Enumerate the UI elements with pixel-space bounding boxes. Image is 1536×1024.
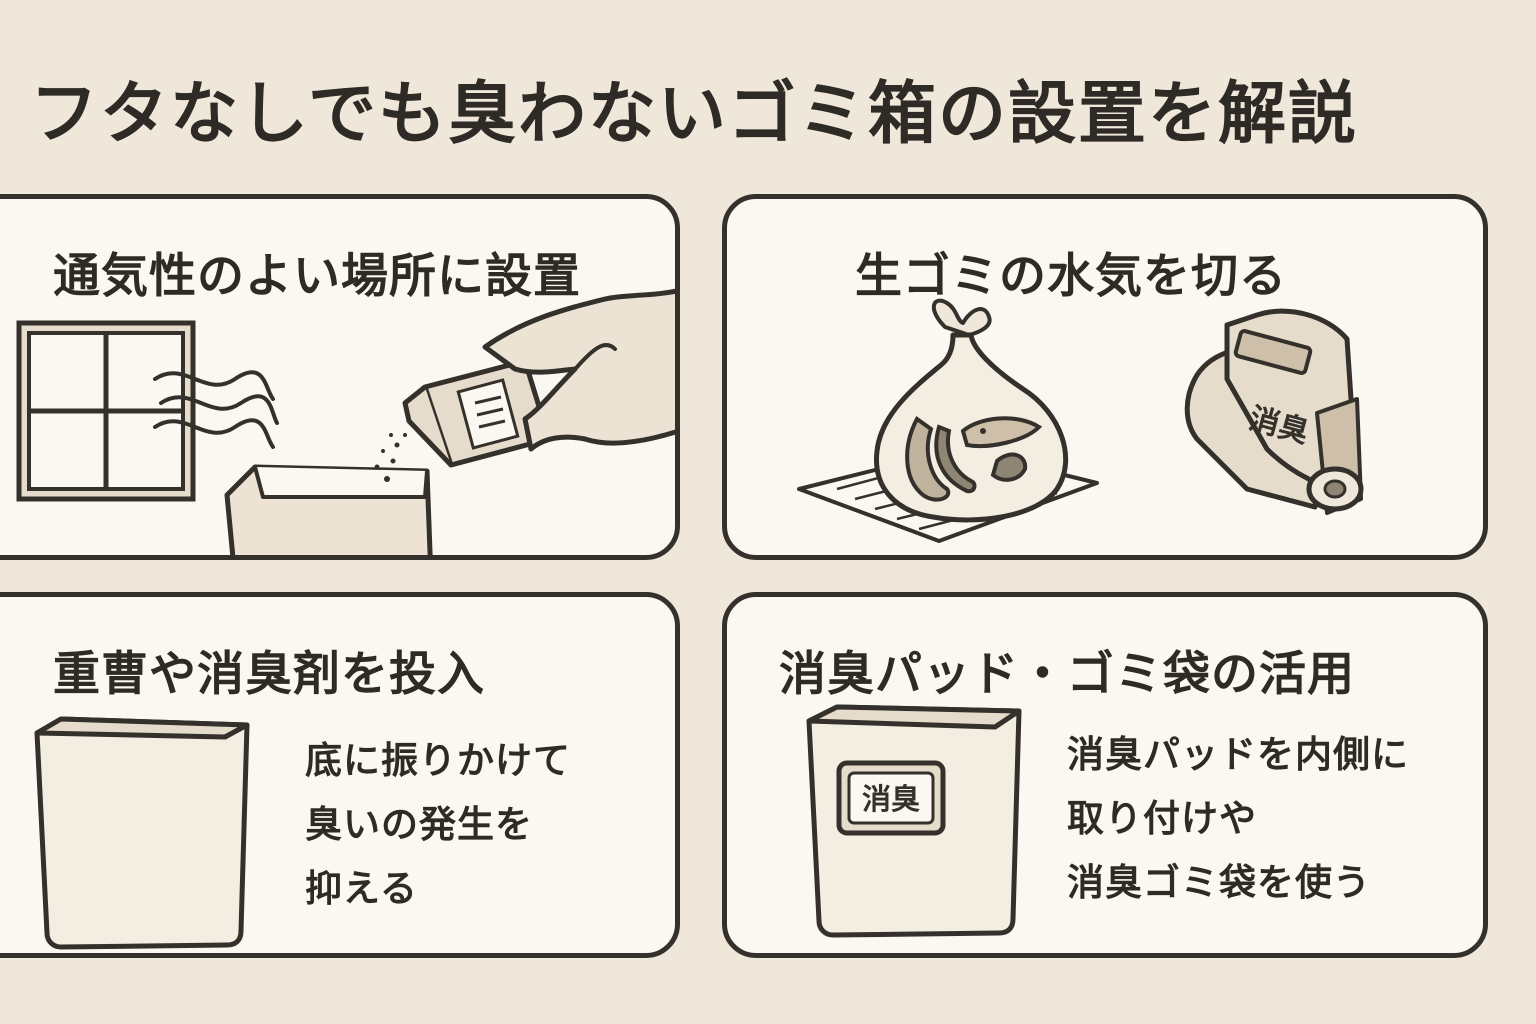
panel-description: 底に振りかけて 臭いの発生を 抑える bbox=[305, 729, 571, 921]
description-line: 取り付けや bbox=[1067, 797, 1257, 840]
deodorant-roll-icon: 消臭 bbox=[1184, 308, 1364, 515]
page-title: フタなしでも臭わないゴミ箱の設置を解説 bbox=[30, 75, 1358, 154]
panel-drain-water: 消臭 生ゴミの水気を切る bbox=[722, 194, 1488, 560]
panel-heading: 通気性のよい場所に設置 bbox=[53, 249, 581, 304]
description-line: 抑える bbox=[305, 867, 418, 910]
hand-icon bbox=[482, 288, 675, 452]
panel-heading: 消臭パッド・ゴミ袋の活用 bbox=[779, 647, 1355, 702]
description-line: 臭いの発生を bbox=[305, 803, 533, 846]
window-icon bbox=[16, 320, 196, 502]
bin-label: 消臭 bbox=[862, 782, 920, 816]
air-flow-icon bbox=[153, 370, 279, 449]
description-line: 消臭パッドを内側に bbox=[1067, 733, 1409, 776]
panel-deodorant-pad: 消臭 消臭パッド・ゴミ袋の活用 消臭パッドを内側に 取り付けや 消臭ゴミ袋を使う bbox=[722, 592, 1488, 958]
trash-bin-icon bbox=[34, 716, 250, 950]
panel-description: 消臭パッドを内側に 取り付けや 消臭ゴミ袋を使う bbox=[1067, 723, 1409, 915]
panel-heading: 重曹や消臭剤を投入 bbox=[53, 647, 485, 702]
panel-ventilation: 通気性のよい場所に設置 bbox=[0, 194, 680, 560]
trash-bin-icon bbox=[224, 464, 433, 555]
panel-heading: 生ゴミの水気を切る bbox=[855, 249, 1287, 304]
powder-bottle-icon bbox=[402, 358, 552, 468]
description-line: 底に振りかけて bbox=[305, 739, 571, 782]
trash-bin-icon: 消臭 bbox=[806, 704, 1022, 938]
description-line: 消臭ゴミ袋を使う bbox=[1067, 861, 1371, 904]
panel-baking-soda: 重曹や消臭剤を投入 底に振りかけて 臭いの発生を 抑える bbox=[0, 592, 680, 958]
garbage-bag-icon bbox=[874, 298, 1069, 523]
